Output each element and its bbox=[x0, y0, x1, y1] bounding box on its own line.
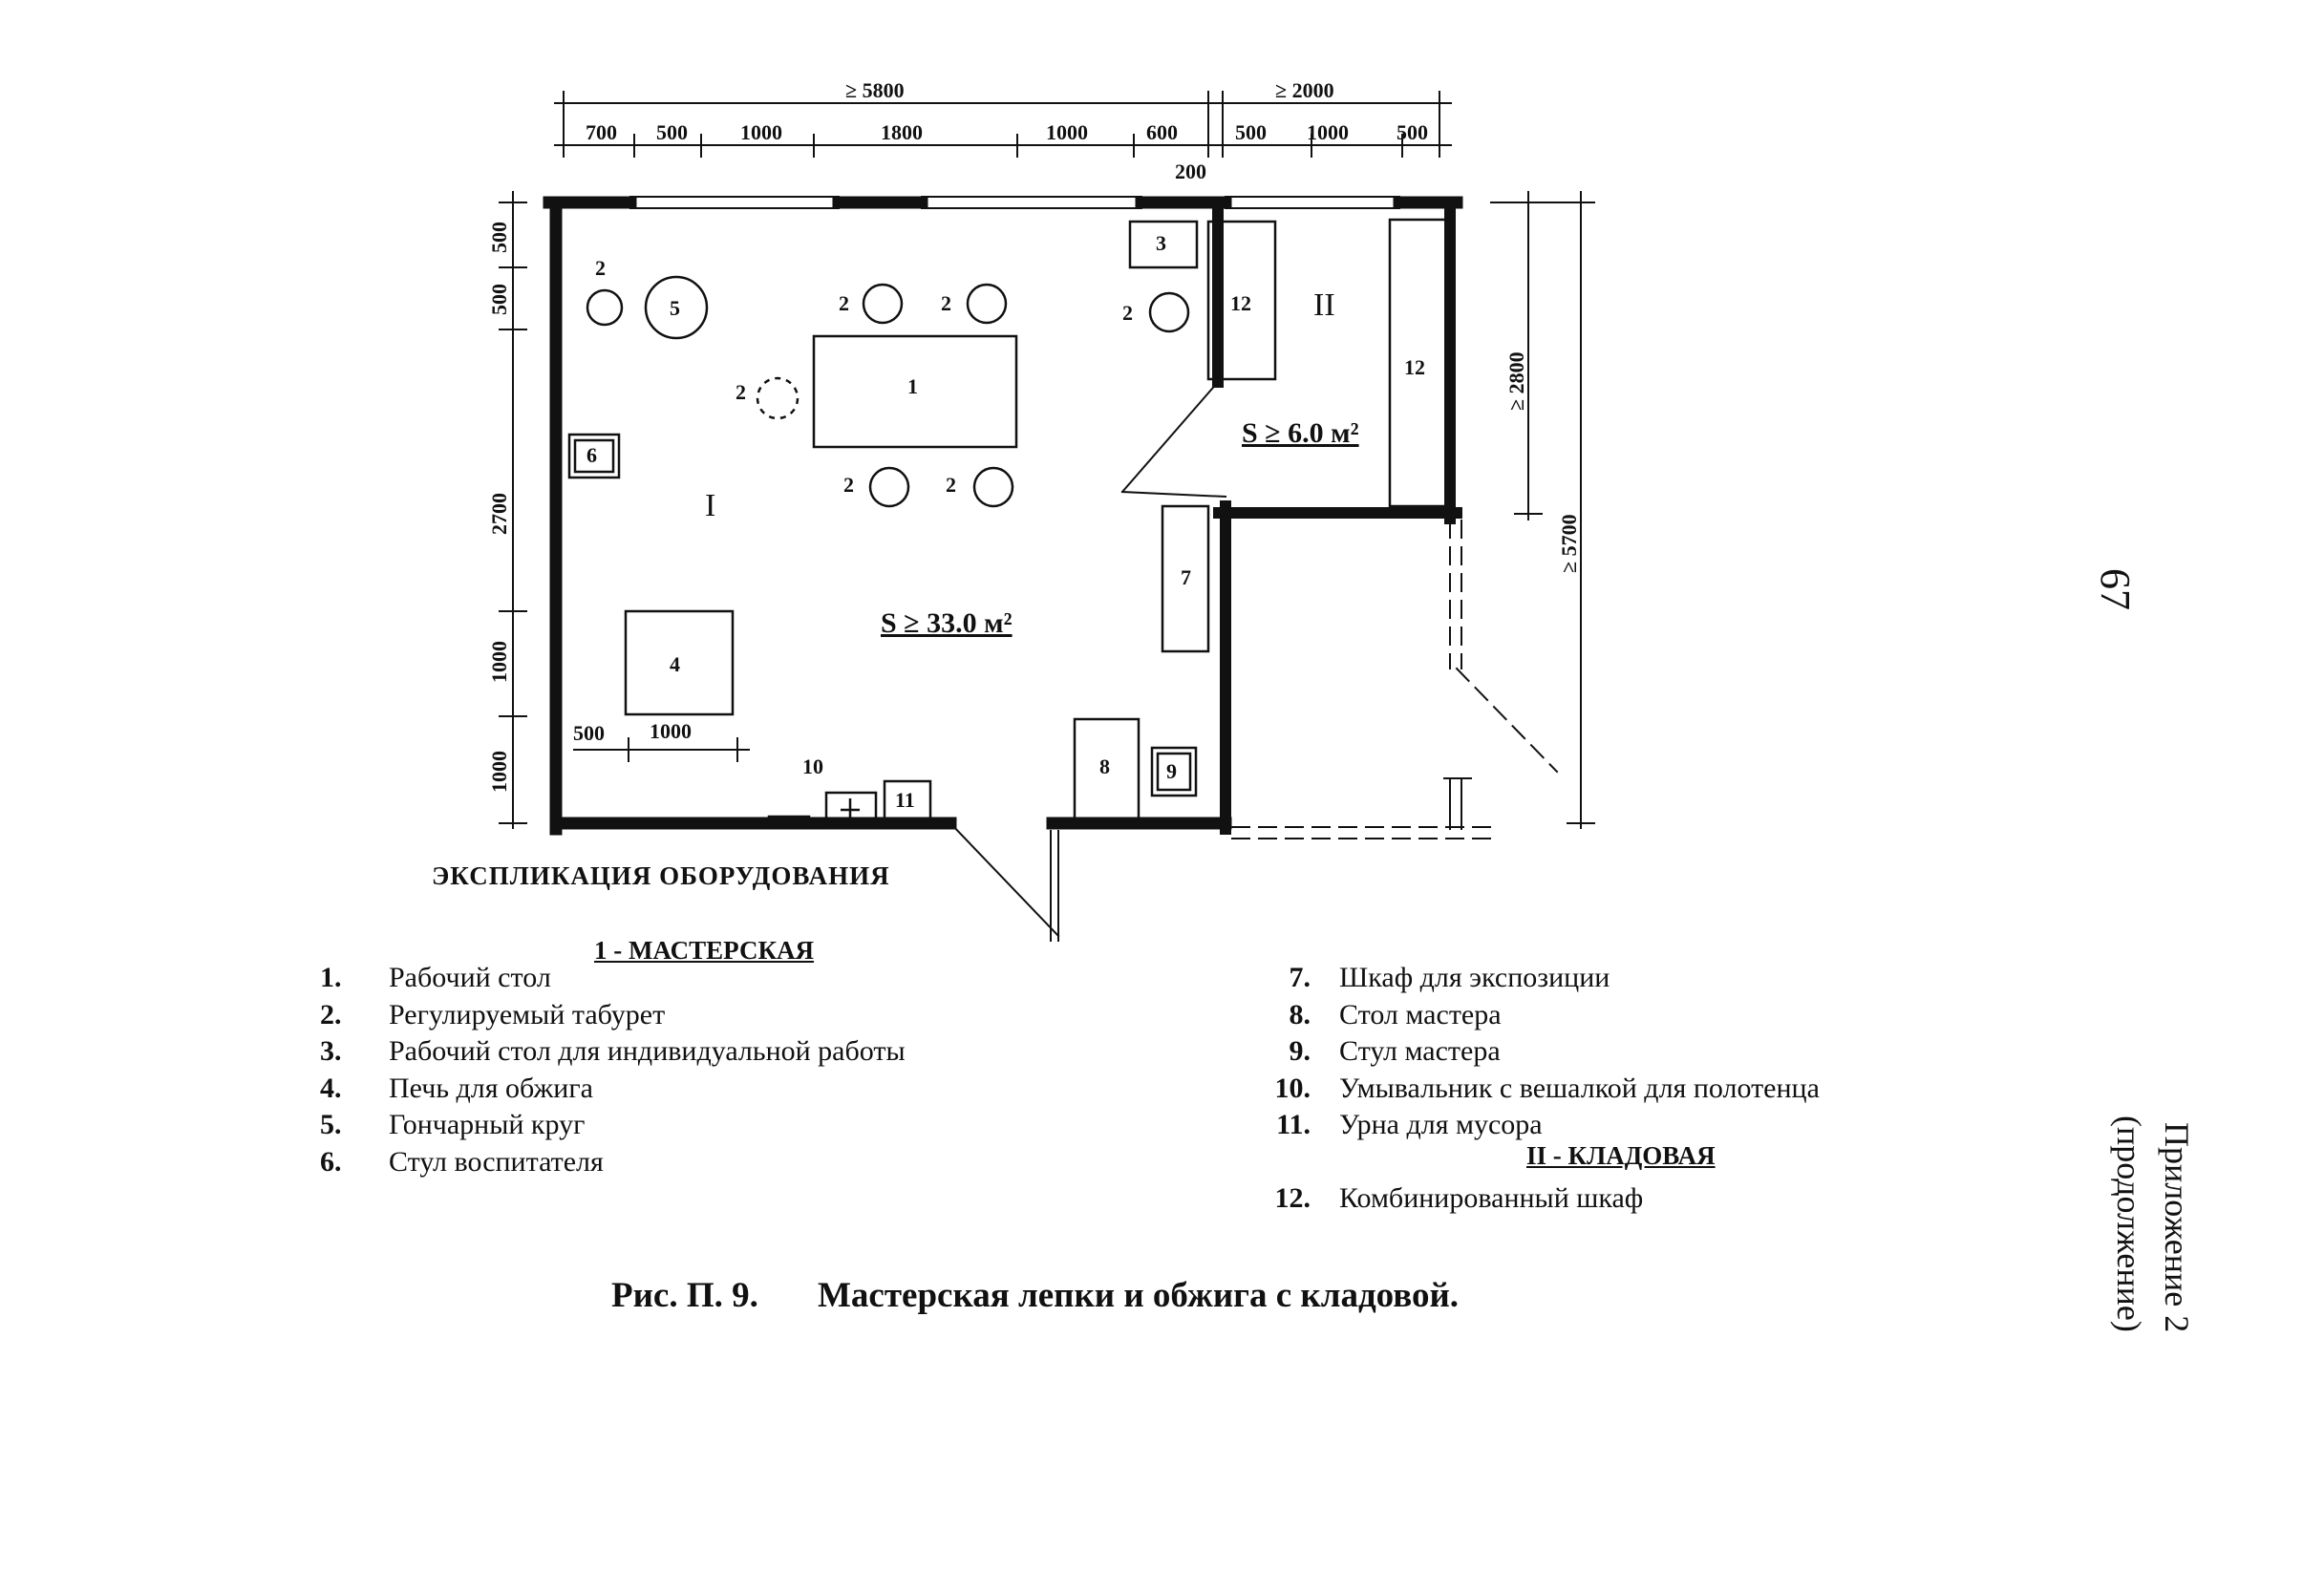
item-label: Шкаф для экспозиции bbox=[1339, 962, 1610, 993]
dim-top-2: 500 bbox=[656, 120, 688, 144]
dim-right-1: ≥ 2800 bbox=[1504, 351, 1528, 411]
list-item: 1. Рабочий стол bbox=[320, 960, 906, 997]
dim-left-2: 500 bbox=[487, 284, 511, 315]
page-number: 67 bbox=[2092, 568, 2139, 610]
list-item: 2. Регулируемый табурет bbox=[320, 997, 906, 1034]
item-number: 12. bbox=[1274, 1182, 1311, 1214]
item-label: Рабочий стол bbox=[389, 962, 551, 993]
dim-left-5: 1000 bbox=[487, 751, 511, 793]
item-number: 1. bbox=[320, 962, 342, 993]
list-item: 8. Стол мастера bbox=[1251, 997, 1820, 1034]
list-item: 7. Шкаф для экспозиции bbox=[1251, 960, 1820, 997]
label-4: 4 bbox=[670, 652, 680, 676]
equipment-labels: 1 2 2 2 2 2 2 2 3 4 5 6 7 8 9 10 11 12 1… bbox=[586, 231, 1425, 812]
label-12-b: 12 bbox=[1404, 355, 1425, 379]
explication-title: ЭКСПЛИКАЦИЯ ОБОРУДОВАНИЯ bbox=[432, 861, 890, 890]
item-label: Комбинированный шкаф bbox=[1339, 1182, 1644, 1214]
dim-left-1: 500 bbox=[487, 222, 511, 253]
room-label-storage: II bbox=[1313, 287, 1335, 323]
list-item: 3. Рабочий стол для индивидуальной работы bbox=[320, 1033, 906, 1071]
label-1: 1 bbox=[907, 374, 918, 398]
dim-top-6: 600 bbox=[1146, 120, 1178, 144]
label-11: 11 bbox=[895, 788, 915, 812]
equipment-list-storage: 12. Комбинированный шкаф bbox=[1251, 1180, 1644, 1218]
figure-title: Мастерская лепки и обжига с кладовой. bbox=[818, 1276, 1460, 1315]
item-number: 2. bbox=[320, 998, 342, 1030]
dim-overall-1: ≥ 5800 bbox=[845, 78, 905, 102]
item-label: Регулируемый табурет bbox=[389, 998, 666, 1030]
dim-inner-2: 1000 bbox=[650, 719, 692, 743]
item-label: Стул воспитателя bbox=[389, 1145, 604, 1178]
list-item: 6. Стул воспитателя bbox=[320, 1144, 906, 1181]
item-label: Стул мастера bbox=[1339, 1035, 1501, 1067]
item-label: Урна для мусора bbox=[1339, 1109, 1543, 1140]
label-5: 5 bbox=[670, 296, 680, 320]
item-number: 4. bbox=[320, 1072, 342, 1104]
item-number: 7. bbox=[1289, 962, 1311, 993]
label-9: 9 bbox=[1166, 759, 1177, 783]
dim-top-8: 1000 bbox=[1307, 120, 1349, 144]
area-storage: S ≥ 6.0 м² bbox=[1242, 417, 1359, 449]
label-2-f: 2 bbox=[843, 473, 854, 497]
label-2-g: 2 bbox=[946, 473, 956, 497]
item-label: Стол мастера bbox=[1339, 998, 1502, 1030]
item-label: Умывальник с вешалкой для полотенца bbox=[1339, 1072, 1820, 1104]
equipment bbox=[567, 218, 1452, 826]
list-item: 11. Урна для мусора bbox=[1251, 1107, 1820, 1144]
label-12-a: 12 bbox=[1230, 291, 1251, 315]
label-8: 8 bbox=[1099, 754, 1110, 778]
section-title-storage: II - КЛАДОВАЯ bbox=[1526, 1141, 1716, 1170]
dim-right-2: ≥ 5700 bbox=[1557, 514, 1581, 573]
list-item: 4. Печь для обжига bbox=[320, 1071, 906, 1108]
item-number: 9. bbox=[1289, 1035, 1311, 1067]
figure-caption: Рис. П. 9. Мастерская лепки и обжига с кл… bbox=[611, 1275, 1459, 1316]
appendix-title: Приложение 2 bbox=[2158, 1122, 2196, 1333]
item-number: 5. bbox=[320, 1109, 342, 1140]
label-6: 6 bbox=[586, 443, 597, 467]
list-item: 12. Комбинированный шкаф bbox=[1251, 1180, 1644, 1218]
label-2-b: 2 bbox=[839, 291, 849, 315]
item-number: 3. bbox=[320, 1035, 342, 1067]
item-label: Гончарный круг bbox=[389, 1109, 586, 1140]
figure-number: Рис. П. 9. bbox=[611, 1276, 758, 1315]
dim-left-4: 1000 bbox=[487, 641, 511, 683]
item-number: 8. bbox=[1289, 998, 1311, 1030]
label-7: 7 bbox=[1181, 565, 1191, 589]
dim-top-7: 500 bbox=[1235, 120, 1267, 144]
item-label: Рабочий стол для индивидуальной работы bbox=[389, 1035, 906, 1067]
dim-inner-1: 500 bbox=[573, 721, 605, 745]
dim-top-1: 700 bbox=[586, 120, 617, 144]
list-item: 9. Стул мастера bbox=[1251, 1033, 1820, 1071]
dimension-lines bbox=[499, 91, 1595, 829]
dim-overall-2: ≥ 2000 bbox=[1275, 78, 1334, 102]
item-number: 10. bbox=[1274, 1072, 1311, 1104]
label-2-a: 2 bbox=[595, 256, 606, 280]
dim-top-4: 1800 bbox=[881, 120, 923, 144]
equipment-list-right: 7. Шкаф для экспозиции 8. Стол мастера 9. С… bbox=[1251, 960, 1820, 1144]
item-label: Печь для обжига bbox=[389, 1072, 593, 1104]
area-workshop: S ≥ 33.0 м² bbox=[881, 607, 1013, 639]
dim-top-9: 500 bbox=[1397, 120, 1428, 144]
list-item: 5. Гончарный круг bbox=[320, 1107, 906, 1144]
item-number: 11. bbox=[1276, 1109, 1311, 1140]
section-title-workshop: 1 - МАСТЕРСКАЯ bbox=[594, 936, 815, 965]
label-2-d: 2 bbox=[1122, 301, 1133, 325]
label-2-e: 2 bbox=[736, 380, 746, 404]
dim-top-3: 1000 bbox=[740, 120, 782, 144]
dim-left-3: 2700 bbox=[487, 493, 511, 535]
item-number: 6. bbox=[320, 1145, 342, 1178]
appendix-continued: (продолжение) bbox=[2110, 1115, 2148, 1332]
equipment-list-left: 1. Рабочий стол 2. Регулируемый табурет 3.… bbox=[320, 960, 906, 1180]
walls bbox=[543, 196, 1559, 942]
dim-top-5: 1000 bbox=[1046, 120, 1088, 144]
label-10: 10 bbox=[802, 754, 823, 778]
room-label-workshop: I bbox=[705, 488, 715, 523]
label-3: 3 bbox=[1156, 231, 1166, 255]
label-2-c: 2 bbox=[941, 291, 951, 315]
list-item: 10. Умывальник с вешалкой для полотенца bbox=[1251, 1071, 1820, 1108]
dim-200: 200 bbox=[1175, 159, 1206, 183]
